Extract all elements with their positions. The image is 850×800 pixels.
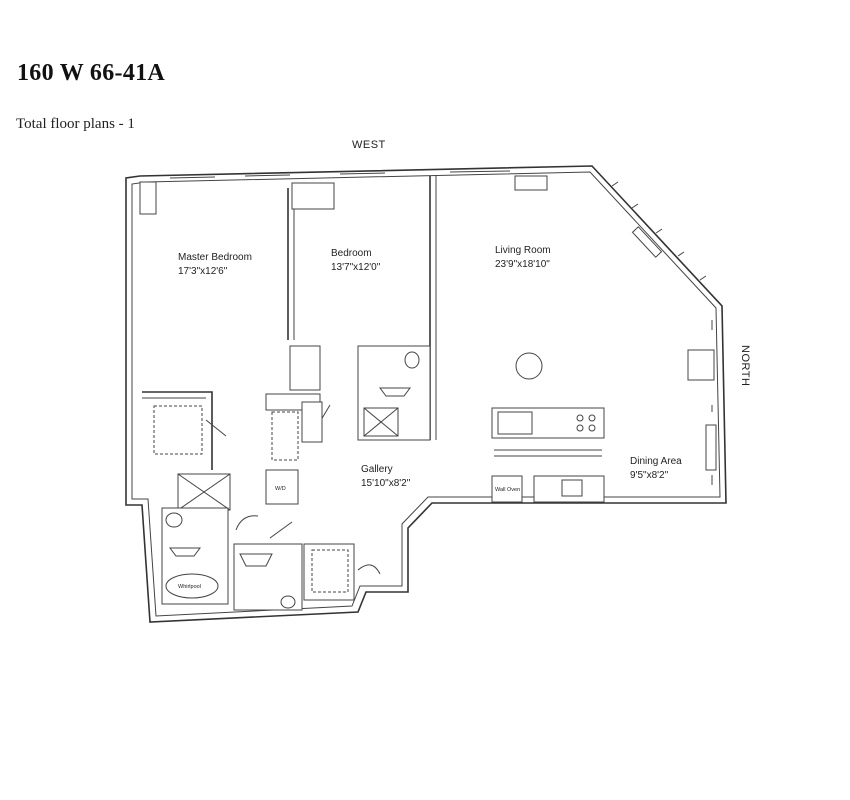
living-room-column	[687, 349, 715, 381]
room-label: Master Bedroom	[178, 252, 252, 263]
kitchen	[491, 407, 605, 503]
room-label: Dining Area	[630, 456, 682, 467]
room-dining-area: Dining Area 9'5"x8'2"	[630, 456, 682, 481]
room-gallery: Gallery 15'10"x8'2"	[361, 464, 411, 489]
room-living-room: Living Room 23'9"x18'10"	[495, 245, 551, 270]
compass-north: NORTH	[739, 345, 751, 386]
page-title: 160 W 66-41A	[17, 60, 166, 86]
wall-oven-label: Wall Oven	[495, 487, 520, 493]
living-room-light-fixture	[515, 352, 543, 380]
room-label: Bedroom	[331, 248, 372, 259]
windows-north	[705, 320, 717, 485]
room-dimensions: 17'3"x12'6"	[178, 266, 228, 277]
room-master-bedroom: Master Bedroom 17'3"x12'6"	[178, 252, 252, 277]
room-dimensions: 9'5"x8'2"	[630, 470, 669, 481]
windows-northwest	[611, 181, 707, 281]
windows-west	[169, 170, 548, 191]
room-bedroom: Bedroom 13'7"x12'0"	[331, 248, 381, 273]
floor-plan-count: Total floor plans - 1	[16, 116, 135, 132]
room-label: Living Room	[495, 245, 551, 256]
interior-walls	[139, 176, 437, 611]
room-dimensions: 13'7"x12'0"	[331, 262, 381, 273]
room-label: Gallery	[361, 464, 393, 475]
room-dimensions: 15'10"x8'2"	[361, 478, 411, 489]
exterior-walls	[125, 165, 727, 623]
room-dimensions: 23'9"x18'10"	[495, 259, 550, 270]
compass-west: WEST	[352, 139, 386, 151]
washer-dryer-label: W/D	[275, 486, 286, 492]
whirlpool-label: Whirlpool	[178, 584, 201, 590]
